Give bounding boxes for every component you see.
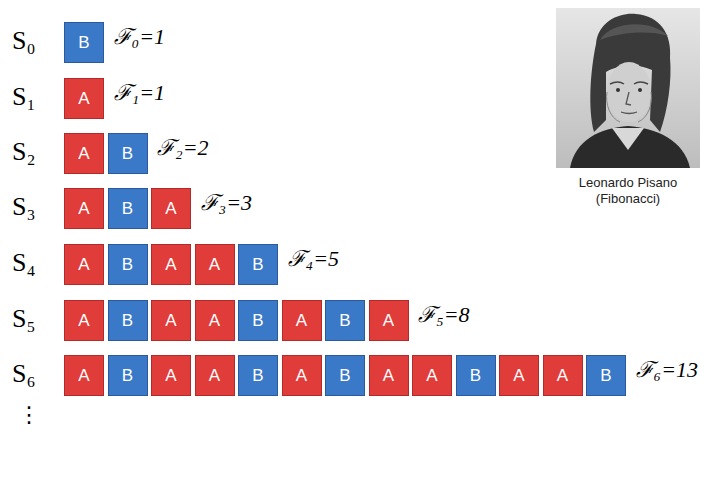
letter-tile: A [64,78,104,119]
tile-letter: B [252,366,263,386]
tile-letter: B [122,255,133,275]
tile-letter: B [252,255,263,275]
letter-tile: B [108,188,148,229]
letter-tile: A [64,355,104,396]
tile-letter: A [209,255,220,275]
letter-tile: B [108,244,148,285]
continuation-dots: ⋮ [18,402,40,428]
tile-letter: A [78,199,89,219]
fibonacci-count: ℱ₆=13 [636,357,699,383]
portrait-caption: Leonardo Pisano (Fibonacci) [568,175,688,207]
tile-letter: A [78,255,89,275]
tile-letter: A [557,366,568,386]
letter-tile: A [369,355,409,396]
fibonacci-count: ℱ₅=8 [418,302,470,328]
sequence-label: S₅ [12,304,36,334]
tile-letter: A [426,366,437,386]
letter-tile: B [108,300,148,341]
tile-letter: A [165,366,176,386]
tile-letter: A [165,311,176,331]
letter-tile: B [108,355,148,396]
letter-tile: B [108,133,148,174]
fibonacci-count: ℱ₃=3 [201,190,253,216]
tile-letter: B [122,311,133,331]
tile-letter: A [78,89,89,109]
tile-letter: A [78,311,89,331]
letter-tile: A [282,300,322,341]
letter-tile: B [456,355,496,396]
fibonacci-count: ℱ₄=5 [288,246,340,272]
letter-tile: A [499,355,539,396]
tile-letter: A [209,366,220,386]
letter-tile: A [543,355,583,396]
tile-letter: A [383,311,394,331]
tile-letter: B [122,199,133,219]
tile-letter: A [296,311,307,331]
sequence-label: S₁ [12,82,36,112]
tile-letter: A [296,366,307,386]
tile-letter: B [252,311,263,331]
letter-tile: B [64,22,104,63]
tile-letter: A [78,144,89,164]
letter-tile: A [195,355,235,396]
tile-letter: A [513,366,524,386]
letter-tile: A [64,244,104,285]
letter-tile: A [64,300,104,341]
sequence-label: S₄ [12,248,36,278]
letter-tile: A [64,133,104,174]
sequence-label: S₀ [12,26,36,56]
letter-tile: B [238,355,278,396]
letter-tile: B [586,355,626,396]
letter-tile: A [282,355,322,396]
letter-tile: A [151,300,191,341]
tile-letter: A [165,255,176,275]
letter-tile: A [151,188,191,229]
letter-tile: B [325,300,365,341]
letter-tile: B [238,300,278,341]
tile-letter: B [339,366,350,386]
tile-letter: B [600,366,611,386]
tile-letter: B [122,366,133,386]
fibonacci-count: ℱ₀=1 [114,24,166,50]
tile-letter: B [339,311,350,331]
tile-letter: A [78,366,89,386]
tile-letter: B [78,33,89,53]
fibonacci-count: ℱ₂=2 [157,135,209,161]
fibonacci-count: ℱ₁=1 [114,80,166,106]
tile-letter: A [209,311,220,331]
sequence-label: S₂ [12,137,36,167]
letter-tile: B [238,244,278,285]
tile-letter: A [165,199,176,219]
letter-tile: B [325,355,365,396]
letter-tile: A [151,244,191,285]
tile-letter: B [470,366,481,386]
letter-tile: A [412,355,452,396]
letter-tile: A [195,244,235,285]
sequence-label: S₃ [12,192,36,222]
letter-tile: A [64,188,104,229]
tile-letter: A [383,366,394,386]
letter-tile: A [195,300,235,341]
sequence-label: S₆ [12,359,36,389]
tile-letter: B [122,144,133,164]
letter-tile: A [369,300,409,341]
letter-tile: A [151,355,191,396]
